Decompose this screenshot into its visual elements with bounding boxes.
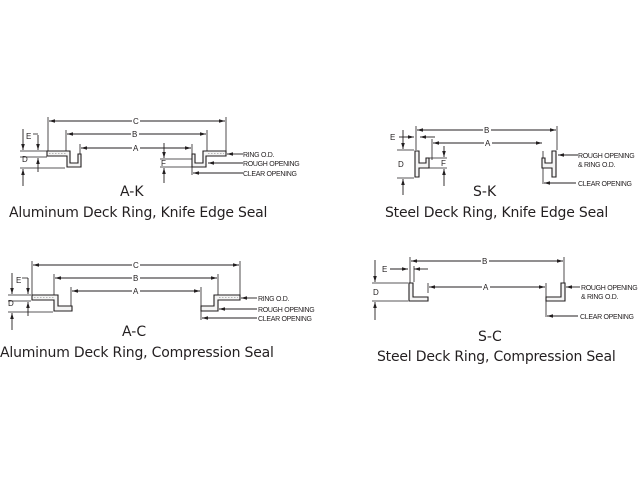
callout-rough-opening: ROUGH OPENING [258, 307, 314, 314]
diagram-caption: Steel Deck Ring, Knife Edge Seal [385, 205, 608, 221]
profile-left [408, 282, 429, 302]
dimension-c-label: C [133, 261, 139, 270]
callout-ring-od: & RING O.D. [581, 294, 619, 301]
callout-clear-opening: CLEAR OPENING [243, 171, 297, 178]
callout-ring-od: RING O.D. [243, 152, 274, 159]
diagram-code: S-K [473, 184, 497, 200]
dimension-b-label: B [133, 274, 138, 283]
callout-ring-od: & RING O.D. [578, 162, 616, 169]
diagram-a-k: C B A E D F [9, 116, 300, 221]
dimension-a-label: A [133, 144, 139, 153]
dimension-c-label: C [133, 117, 139, 126]
dimension-f-label: F [441, 159, 446, 168]
diagram-s-k: B A E D F ROUGH OPENING & RING O.D. CLEA… [385, 125, 635, 221]
callout-ring-od: RING O.D. [258, 296, 289, 303]
dimension-f-label: F [161, 159, 166, 168]
dimension-e-label: E [390, 133, 395, 142]
diagram-caption: Aluminum Deck Ring, Knife Edge Seal [9, 205, 267, 221]
diagram-s-c: B A E D ROUGH OPENING & RING O.D. CLEAR … [372, 256, 638, 365]
diagram-code: A-C [122, 324, 146, 340]
profile-left [414, 150, 430, 178]
callout-rough-opening: ROUGH OPENING [243, 161, 299, 168]
dimension-b-label: B [482, 257, 487, 266]
dimension-e-label: E [16, 276, 21, 285]
diagram-code: A-K [120, 184, 144, 200]
profile-right [541, 150, 557, 178]
callout-rough-opening: ROUGH OPENING [578, 153, 634, 160]
profile-left [31, 294, 73, 312]
profile-right [191, 150, 227, 168]
dimension-d-label: D [373, 288, 379, 297]
dimension-e-label: E [382, 265, 387, 274]
callout-clear-opening: CLEAR OPENING [580, 314, 634, 321]
dimension-a-label: A [483, 283, 489, 292]
callout-clear-opening: CLEAR OPENING [578, 181, 632, 188]
profile-left [46, 150, 82, 168]
diagram-caption: Aluminum Deck Ring, Compression Seal [0, 345, 274, 361]
dimension-a-label: A [485, 139, 491, 148]
dimension-b-label: B [132, 130, 137, 139]
profile-right [545, 282, 566, 302]
dimension-b-label: B [484, 126, 489, 135]
profile-right [200, 294, 241, 312]
diagram-code: S-C [478, 329, 502, 345]
dimension-d-label: D [398, 160, 404, 169]
callout-clear-opening: CLEAR OPENING [258, 316, 312, 323]
dimension-e-label: E [26, 132, 31, 141]
diagram-caption: Steel Deck Ring, Compression Seal [377, 349, 616, 365]
callout-rough-opening: ROUGH OPENING [581, 285, 637, 292]
dimension-a-label: A [133, 287, 139, 296]
dimension-d-label: D [8, 299, 14, 308]
dimension-d-label: D [22, 155, 28, 164]
diagram-a-c: C B A E D RING O.D. ROUGH [0, 260, 315, 361]
